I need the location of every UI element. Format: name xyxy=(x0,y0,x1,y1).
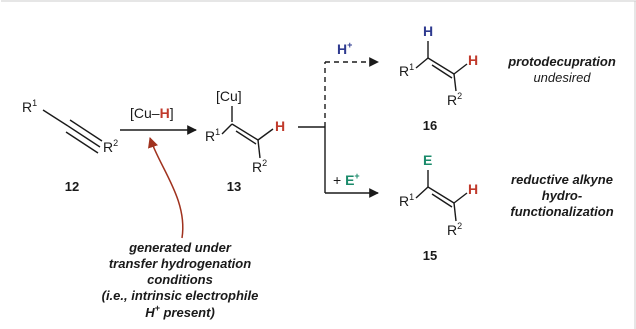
hydrocupration-step: [Cu–H] xyxy=(120,105,197,135)
c-h-bond-15 xyxy=(453,192,468,204)
r1-c-bond-15 xyxy=(415,186,429,199)
annotation-line4: (i.e., intrinsic electrophile xyxy=(102,288,259,303)
annotation-curved-arrow xyxy=(148,137,184,239)
annotation-line3: conditions xyxy=(147,272,213,287)
alkene16-h: H xyxy=(468,52,478,68)
alkyne-r2: R2 xyxy=(103,138,118,155)
vinylcopper-h: H xyxy=(275,118,285,134)
c-r2-bond xyxy=(257,139,261,159)
alkene15-r1: R1 xyxy=(399,192,414,209)
r1-c-bond-16 xyxy=(415,57,429,69)
electrophile-reagent: + E+ xyxy=(333,171,360,188)
alkene15-h: H xyxy=(468,181,478,197)
annotation-line1: generated under xyxy=(128,240,232,255)
c-r2-bond-15 xyxy=(453,202,457,222)
vinylcopper-r1: R1 xyxy=(205,127,220,144)
alkyne-triple-bond-center xyxy=(67,125,101,148)
alkene16-r2: R2 xyxy=(447,91,462,108)
compound-12-alkyne: R1 R2 12 xyxy=(22,98,118,194)
functionalization-line1: reductive alkyne xyxy=(511,172,613,187)
annotation-line5: H+ present) xyxy=(145,303,215,320)
double-bond-15-b xyxy=(431,193,453,208)
compound-number-15: 15 xyxy=(423,248,437,263)
r1-c-bond xyxy=(221,123,233,135)
c-r2-bond-16 xyxy=(453,73,457,92)
alkene16-h-top: H xyxy=(423,23,433,39)
compound-number-12: 12 xyxy=(65,179,79,194)
alkene15-r2: R2 xyxy=(447,221,462,238)
double-bond-16-a xyxy=(427,57,455,75)
functionalization-line3: functionalization xyxy=(510,204,613,219)
undesired-label: undesired xyxy=(533,70,591,85)
alkene16-r1: R1 xyxy=(399,62,414,79)
alkyne-triple-bond-lower xyxy=(65,131,99,154)
vinylcopper-r2: R2 xyxy=(252,158,267,175)
alkyne-bond-left xyxy=(42,109,69,127)
alkene-double-bond-a xyxy=(231,123,259,141)
annotation-line2: transfer hydrogenation xyxy=(109,256,251,271)
compound-16-alkene: H R1 H R2 16 xyxy=(399,23,478,133)
vinylcopper-cu: [Cu] xyxy=(216,88,242,104)
double-bond-15-a xyxy=(427,186,455,204)
alkene15-e-top: E xyxy=(423,152,432,168)
compound-13-vinylcopper: [Cu] R1 H R2 13 xyxy=(205,88,285,194)
alkene-double-bond-b xyxy=(235,130,257,145)
double-bond-16-b xyxy=(431,64,453,79)
protodecupration-label: protodecupration xyxy=(507,54,616,69)
compound-15-alkene: E R1 H R2 15 xyxy=(399,152,478,263)
alkyne-triple-bond-upper xyxy=(69,119,103,142)
proton-reagent: H+ xyxy=(337,40,352,57)
compound-number-13: 13 xyxy=(227,179,241,194)
cuh-reagent: [Cu–H] xyxy=(130,105,174,121)
compound-number-16: 16 xyxy=(423,118,437,133)
c-h-bond xyxy=(257,128,274,141)
functionalization-line2: hydro- xyxy=(542,188,582,203)
alkyne-r1: R1 xyxy=(22,98,37,115)
c-h-bond-16 xyxy=(453,63,468,75)
